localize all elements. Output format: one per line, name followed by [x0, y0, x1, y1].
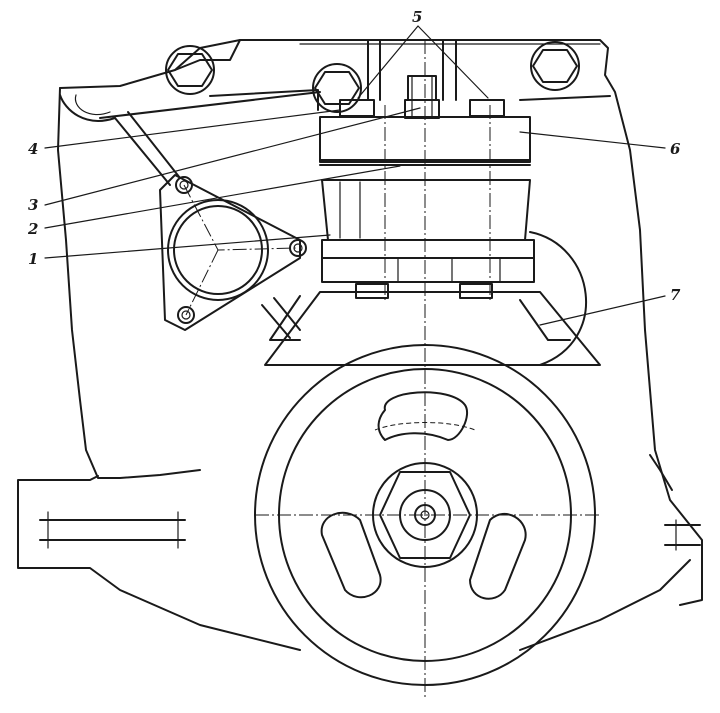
top-hex-bolts: [165, 39, 601, 113]
left-flange: [159, 174, 307, 331]
callout-1: 1: [28, 250, 38, 268]
callout-6: 6: [670, 140, 681, 158]
pump-mount-assembly: [264, 75, 601, 366]
callout-4: 4: [28, 140, 38, 158]
callout-2: 2: [27, 220, 38, 238]
callout-labels: 5 4 3 2 1 6 7: [27, 8, 681, 304]
leader-lines: [44, 25, 666, 326]
callout-3: 3: [28, 196, 38, 214]
callout-5: 5: [412, 8, 422, 26]
engine-block-outline: [17, 39, 703, 651]
callout-7: 7: [670, 286, 681, 304]
center-lines: [255, 40, 600, 700]
side-brackets: [39, 511, 701, 551]
